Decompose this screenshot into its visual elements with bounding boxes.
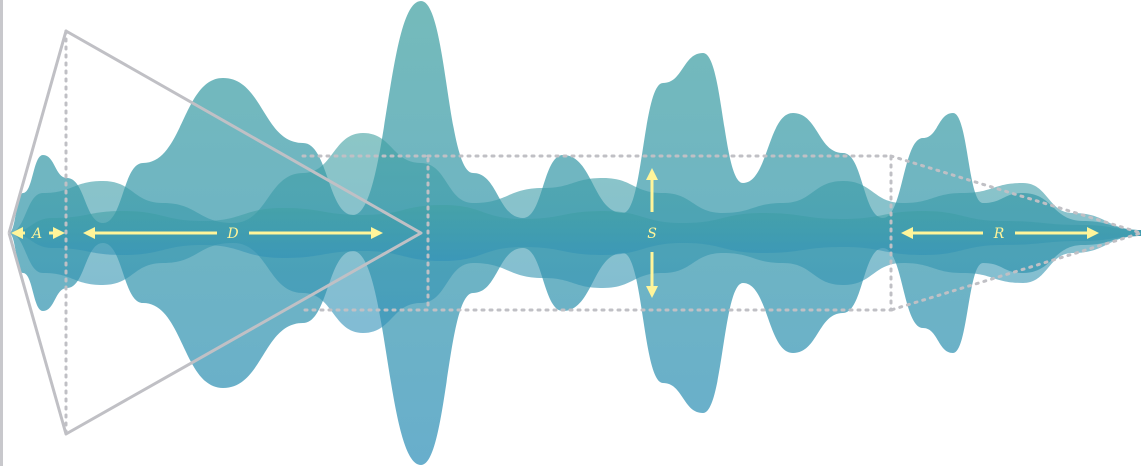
sustain-label: S — [647, 226, 657, 242]
attack-decay-envelope-outline — [7, 29, 423, 436]
release-annotation: R — [901, 226, 1099, 242]
waveform-layers — [9, 1, 1141, 465]
sustain-annotation: S — [646, 168, 658, 298]
decay-label: D — [226, 226, 238, 242]
release-label: R — [993, 226, 1005, 242]
waveform-layer-3 — [9, 205, 1141, 261]
decay-annotation: D — [83, 226, 383, 242]
sustain-envelope-box — [301, 154, 430, 312]
release-envelope-taper — [889, 154, 1144, 312]
attack-annotation: A — [10, 226, 65, 242]
diagram-canvas: A D S R — [7, 1, 1144, 465]
sustain-envelope-box-main — [426, 154, 893, 312]
attack-label: A — [30, 226, 42, 242]
